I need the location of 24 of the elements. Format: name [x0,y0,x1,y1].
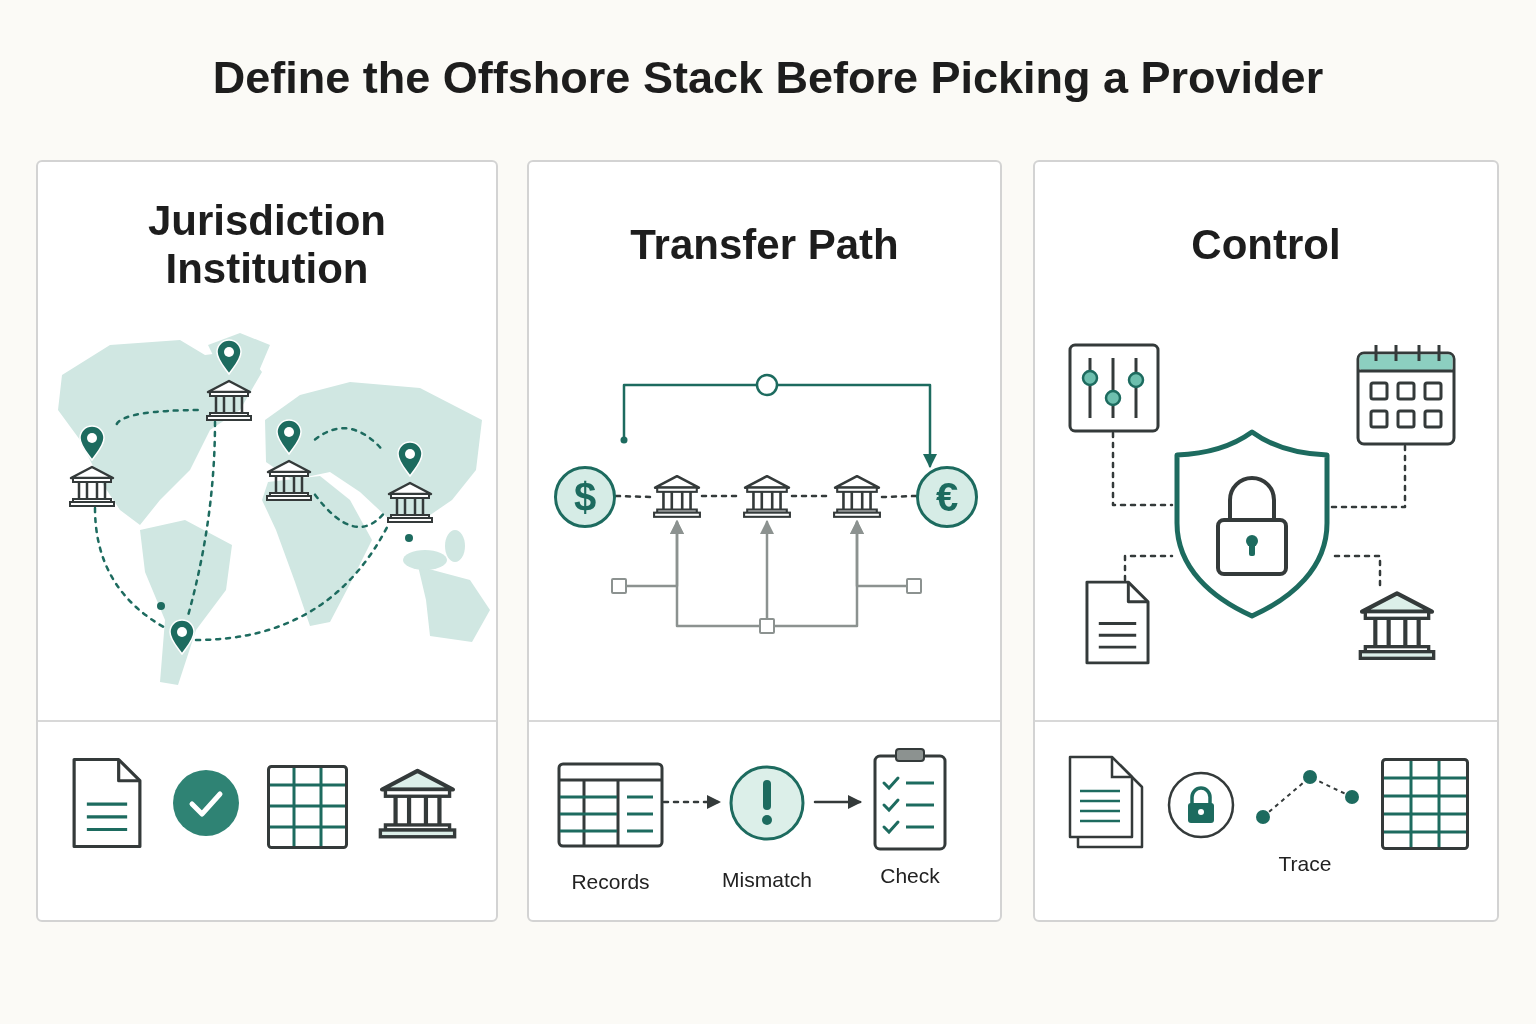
connector-line [880,494,918,499]
panel [1033,160,1499,922]
currency-symbol: € [935,477,959,517]
panel-title: Control [1191,221,1341,269]
panel-title: Jurisdiction Institution [146,197,387,293]
connector-line [313,493,386,529]
arrow [813,795,862,809]
arrow [760,520,774,620]
connector-line [1330,444,1407,509]
arrow [625,520,684,588]
panel [527,160,1002,922]
caption-label: Check [880,864,940,888]
caption-label: Mismatch [722,868,812,892]
arrow [850,520,908,588]
arrow [662,795,721,809]
connector-line [1123,554,1174,582]
panel-title: Transfer Path [630,221,899,269]
arrow [622,383,937,468]
caption-label: Records [571,870,650,894]
trace-label: Trace [1277,852,1333,876]
connector-line [614,494,654,499]
currency-symbol: $ [573,477,597,517]
page-title: Define the Offshore Stack Before Picking a Provider [211,51,1325,105]
connector-line [1111,431,1174,507]
